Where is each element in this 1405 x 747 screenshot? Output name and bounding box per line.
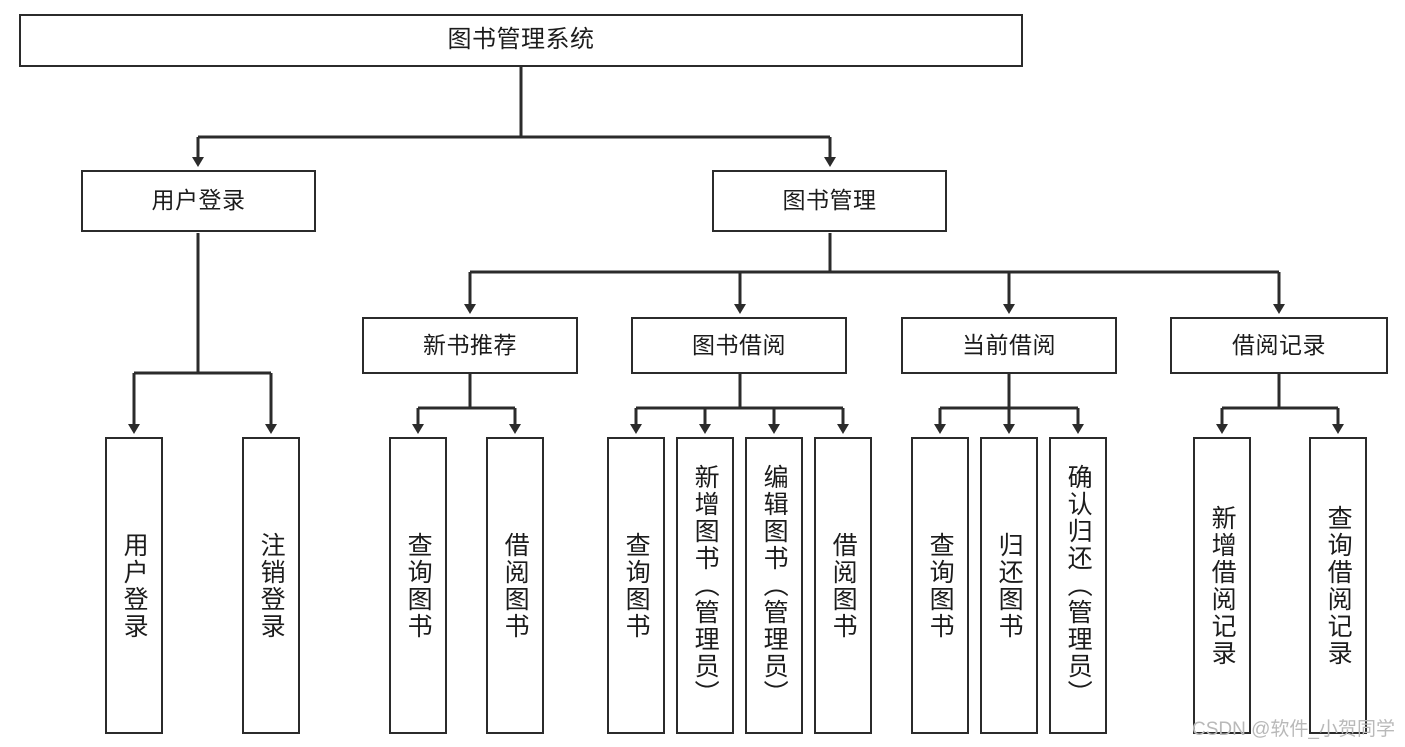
node-label: 查询借阅记录: [1324, 504, 1353, 667]
leaf-record-query-record[interactable]: 查询借阅记录: [1309, 437, 1367, 734]
node-label: 查询图书: [926, 531, 955, 640]
node-user-login[interactable]: 用户登录: [81, 170, 316, 232]
node-label: 查询图书: [404, 531, 433, 640]
node-book-management[interactable]: 图书管理: [712, 170, 947, 232]
leaf-current-query-book[interactable]: 查询图书: [911, 437, 969, 734]
node-label: 借阅图书: [501, 531, 530, 640]
node-label: 图书借阅: [692, 331, 786, 358]
node-label: 用户登录: [120, 531, 149, 640]
node-current-borrow[interactable]: 当前借阅: [901, 317, 1117, 374]
leaf-record-add-record[interactable]: 新增借阅记录: [1193, 437, 1251, 734]
node-root-system[interactable]: 图书管理系统: [19, 14, 1023, 67]
leaf-user-login[interactable]: 用户登录: [105, 437, 163, 734]
node-label: 注销登录: [257, 531, 286, 640]
leaf-newbook-query-book[interactable]: 查询图书: [389, 437, 447, 734]
node-new-book-recommend[interactable]: 新书推荐: [362, 317, 578, 374]
node-label: 借阅记录: [1232, 331, 1326, 358]
node-label: 当前借阅: [962, 331, 1056, 358]
leaf-user-logout[interactable]: 注销登录: [242, 437, 300, 734]
leaf-borrow-add-book-admin[interactable]: 新增图书（管理员）: [676, 437, 734, 734]
node-borrow-record[interactable]: 借阅记录: [1170, 317, 1388, 374]
leaf-borrow-query-book[interactable]: 查询图书: [607, 437, 665, 734]
leaf-current-return-book[interactable]: 归还图书: [980, 437, 1038, 734]
node-book-borrow[interactable]: 图书借阅: [631, 317, 847, 374]
node-label: 新书推荐: [423, 331, 517, 358]
node-label: 新增图书（管理员）: [691, 464, 720, 707]
leaf-current-confirm-return-admin[interactable]: 确认归还（管理员）: [1049, 437, 1107, 734]
node-label: 查询图书: [622, 531, 651, 640]
node-label: 确认归还（管理员）: [1064, 464, 1093, 707]
leaf-borrow-borrow-book[interactable]: 借阅图书: [814, 437, 872, 734]
node-label: 借阅图书: [829, 531, 858, 640]
node-label: 图书管理系统: [447, 26, 595, 54]
node-label: 图书管理: [782, 187, 877, 214]
watermark: CSDN @软件_小贺同学: [1192, 719, 1395, 740]
node-label: 归还图书: [995, 531, 1024, 640]
leaf-newbook-borrow-book[interactable]: 借阅图书: [486, 437, 544, 734]
node-label: 编辑图书（管理员）: [760, 464, 789, 707]
node-label: 新增借阅记录: [1208, 504, 1237, 667]
node-label: 用户登录: [151, 187, 246, 214]
leaf-borrow-edit-book-admin[interactable]: 编辑图书（管理员）: [745, 437, 803, 734]
